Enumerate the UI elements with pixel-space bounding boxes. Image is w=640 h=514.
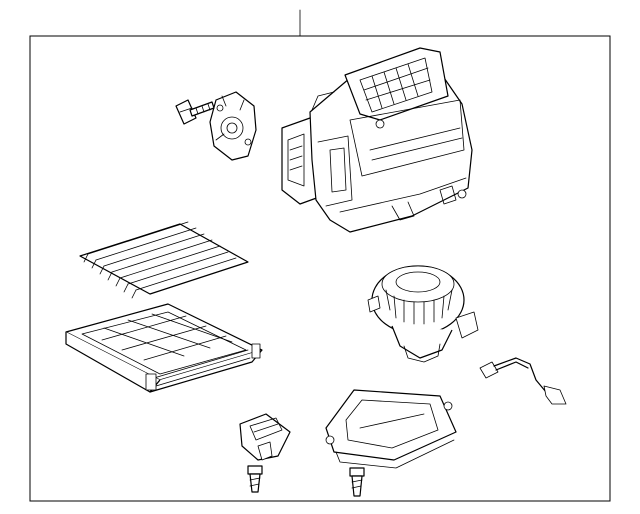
servo-motor <box>209 91 257 161</box>
resistor-screw <box>247 465 263 493</box>
cabin-air-filter <box>79 221 249 299</box>
mounting-screw <box>175 99 215 125</box>
cover-screw <box>349 467 365 497</box>
blower-resistor <box>239 413 291 461</box>
blower-motor <box>367 265 479 363</box>
diagram-frame <box>29 35 611 502</box>
wiring-harness <box>479 357 567 405</box>
filter-frame <box>65 303 263 393</box>
heater-case-assembly <box>281 47 473 233</box>
blower-housing-cover <box>325 389 457 469</box>
